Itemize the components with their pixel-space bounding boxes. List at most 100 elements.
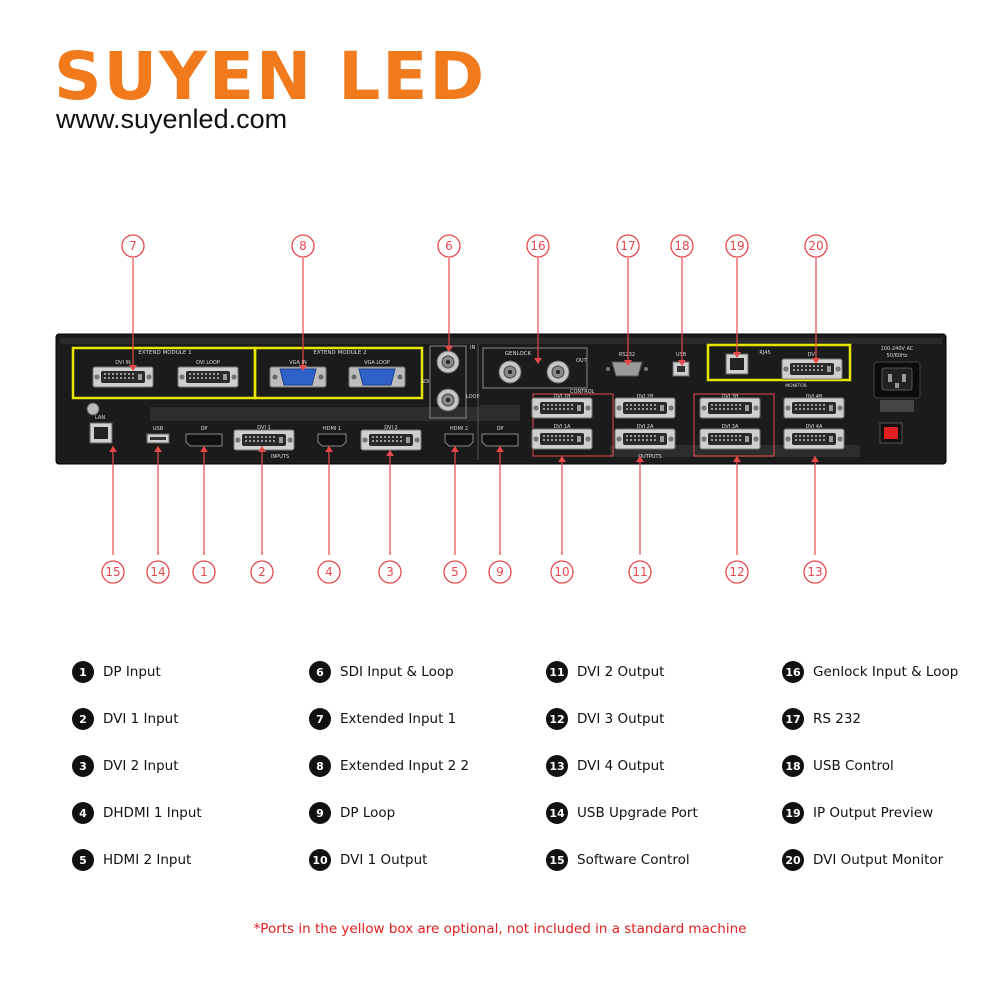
port-rs232 — [611, 361, 643, 377]
callout-16: 16 — [530, 239, 545, 253]
label-genlock-out: OUT — [576, 358, 588, 364]
callout-9: 9 — [496, 565, 504, 579]
callout-6: 6 — [445, 239, 453, 253]
label-dvi-in: DVI IN — [115, 360, 131, 366]
footnote-optional-ports: *Ports in the yellow box are optional, n… — [253, 921, 747, 937]
label-dvi1a: DVI 1A — [554, 424, 571, 430]
legend-item-18: 18 USB Control — [782, 755, 894, 777]
callout-3: 3 — [386, 565, 394, 579]
callout-8: 8 — [299, 239, 307, 253]
legend-number: 14 — [546, 802, 568, 824]
port-dvi2b-output — [614, 397, 676, 419]
legend-number: 6 — [309, 661, 331, 683]
label-usb-control: USB — [676, 352, 687, 358]
callout-7: 7 — [129, 239, 137, 253]
legend-number: 9 — [309, 802, 331, 824]
module1-title: EXTEND MODULE 1 — [138, 350, 191, 356]
label-lan: LAN — [95, 415, 105, 421]
label-power: 100-240V AC — [881, 346, 914, 352]
legend-label: Extended Input 2 2 — [340, 758, 470, 774]
legend-label: DHDMI 1 Input — [103, 805, 202, 821]
label-dvi-loop: DVI LOOP — [196, 360, 220, 366]
legend-label: DVI 1 Input — [103, 711, 179, 727]
device-rear-panel-diagram: EXTEND MODULE 1 EXTEND MODULE 2 DVI IN D… — [55, 234, 947, 584]
port-dvi1b-output — [531, 397, 593, 419]
label-usb: USB — [153, 426, 164, 432]
port-dp-input — [185, 433, 223, 447]
legend-label: DVI 2 Input — [103, 758, 179, 774]
port-genlock-loop — [546, 360, 570, 384]
port-sdi-in — [436, 350, 460, 374]
port-extend-dvi-loop — [177, 366, 239, 388]
port-sdi-loop — [436, 388, 460, 412]
label-rj45: RJ45 — [759, 350, 770, 356]
callout-13: 13 — [807, 565, 822, 579]
legend-number: 5 — [72, 849, 94, 871]
legend-number: 4 — [72, 802, 94, 824]
legend-number: 15 — [546, 849, 568, 871]
legend-number: 1 — [72, 661, 94, 683]
legend-number: 7 — [309, 708, 331, 730]
label-dvi4a: DVI 4A — [806, 424, 823, 430]
genlock-box — [482, 347, 588, 389]
port-dvi2a-output — [614, 428, 676, 450]
vent-grille — [150, 405, 860, 457]
legend-item-10: 10 DVI 1 Output — [309, 849, 427, 871]
label-control: CONTROL — [570, 389, 595, 395]
legend-label: DP Loop — [340, 805, 396, 821]
legend-label: Genlock Input & Loop — [813, 664, 959, 680]
legend-number: 10 — [309, 849, 331, 871]
callout-1: 1 — [200, 565, 208, 579]
label-hdmi1: HDMI 1 — [323, 426, 341, 432]
callout-4: 4 — [325, 565, 333, 579]
callout-markers: 7 8 6 16 17 18 19 20 15 14 1 2 4 3 5 9 1… — [101, 234, 828, 584]
label-dvi3a: DVI 3A — [722, 424, 739, 430]
legend-number: 3 — [72, 755, 94, 777]
legend-item-11: 11 DVI 2 Output — [546, 661, 664, 683]
callout-lines — [109, 258, 820, 555]
label-dp: DP — [201, 426, 208, 432]
legend-number: 19 — [782, 802, 804, 824]
legend-number: 11 — [546, 661, 568, 683]
label-dvi2: DVI 2 — [384, 425, 397, 431]
port-dvi3b-output — [699, 397, 761, 419]
callout-18: 18 — [674, 239, 689, 253]
label-sdi-loop: LOOP — [466, 394, 480, 400]
callout-19: 19 — [729, 239, 744, 253]
module2-title: EXTEND MODULE 2 — [313, 350, 366, 356]
callout-10: 10 — [554, 565, 569, 579]
port-dvi3a-output — [699, 428, 761, 450]
callout-14: 14 — [150, 565, 165, 579]
legend-number: 17 — [782, 708, 804, 730]
label-dvi4b: DVI 4B — [806, 394, 823, 400]
legend-label: USB Control — [813, 758, 894, 774]
label-power-hz: 50/60Hz — [887, 353, 908, 359]
legend-label: DP Input — [103, 664, 161, 680]
callout-12: 12 — [729, 565, 744, 579]
label-dvi3b: DVI 3B — [722, 394, 739, 400]
legend-label: HDMI 2 Input — [103, 852, 192, 868]
port-dvi2-input — [360, 429, 422, 451]
label-genlock: GENLOCK — [505, 351, 532, 357]
legend-number: 16 — [782, 661, 804, 683]
brand-url[interactable]: www.suyenled.com — [56, 104, 288, 134]
label-vga-in: VGA IN — [289, 360, 307, 366]
legend-number: 20 — [782, 849, 804, 871]
legend-item-9: 9 DP Loop — [309, 802, 395, 824]
legend-number: 18 — [782, 755, 804, 777]
legend-label: DVI 2 Output — [577, 664, 665, 680]
legend-label: DVI 1 Output — [340, 852, 428, 868]
label-hdmi2: HDMI 2 — [450, 426, 468, 432]
ground-screw — [86, 402, 100, 416]
legend-label: Extended Input 1 — [340, 711, 457, 727]
port-extend-vga-in — [269, 366, 327, 388]
port-dvi4a-output — [783, 428, 845, 450]
port-dvi1-input — [233, 429, 295, 451]
label-dp-loop: DP — [497, 426, 504, 432]
